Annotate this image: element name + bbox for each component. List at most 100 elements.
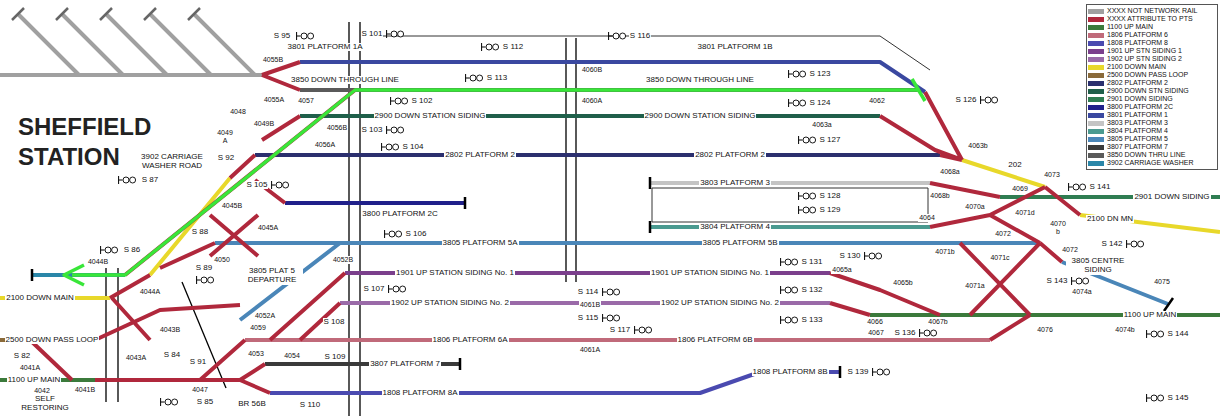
points-number: 4062	[868, 97, 886, 105]
signal-number: S 109	[324, 353, 347, 362]
points-number: 4052A	[254, 312, 276, 320]
route-arrowhead	[64, 265, 84, 285]
legend-text: 3850 DOWN THRU LINE	[1107, 151, 1185, 159]
legend-text: 1808 PLATFORM 8	[1107, 39, 1168, 47]
signal-symbol	[389, 285, 406, 293]
signal-number: S 133	[801, 316, 824, 325]
points-number: 4041B	[74, 386, 96, 394]
legend-row: 3803 PLATFORM 3	[1088, 119, 1216, 127]
legend-swatch	[1088, 153, 1104, 158]
points-number: 4056B	[326, 124, 348, 132]
signal-symbol	[385, 230, 402, 238]
legend-row: 3807 PLATFORM 7	[1088, 143, 1216, 151]
signal-symbol	[387, 126, 404, 134]
points-number: 4070 b	[1048, 220, 1068, 235]
legend-swatch	[1088, 145, 1104, 150]
buffer-stops	[12, 8, 1173, 378]
legend-row: 3850 DOWN THRU LINE	[1088, 151, 1216, 159]
points-number: 4044B	[87, 258, 109, 266]
platform-track	[650, 181, 930, 185]
track-label: 3805 PLATFORM 5A	[442, 239, 519, 248]
signal-symbol	[197, 276, 214, 284]
legend-row: 3902 CARRIAGE WASHER	[1088, 159, 1216, 167]
points-number: 4044A	[139, 288, 161, 296]
note-label: BR 56B	[237, 400, 267, 409]
siding-track	[0, 14, 262, 75]
points-number: 4041A	[19, 364, 41, 372]
points-number: 4067	[867, 329, 885, 337]
legend-text: 1806 PLATFORM 6	[1107, 31, 1168, 39]
legend-row: 3801 PLATFORM 1	[1088, 111, 1216, 119]
legend-swatch	[1088, 33, 1104, 38]
legend-text: 1902 UP STN SIDING 2	[1107, 55, 1182, 63]
track-label: 2100 DOWN MAIN	[5, 294, 75, 303]
legend-swatch	[1088, 65, 1104, 70]
signal-number: S 127	[819, 136, 842, 145]
track-label: 3803 PLATFORM 3	[699, 179, 771, 188]
platform-track	[650, 225, 930, 229]
legend-row: 1901 UP STN SIDING 1	[1088, 47, 1216, 55]
signal-symbol	[781, 286, 798, 294]
signal-number: S 129	[819, 206, 842, 215]
signal-symbol	[603, 314, 620, 322]
signal-number: S 105	[246, 181, 269, 190]
highlighted-route	[64, 79, 925, 285]
signal-symbol	[387, 30, 404, 38]
points-number: 4055A	[263, 96, 285, 104]
track-label: 3850 DOWN THROUGH LINE	[645, 76, 755, 85]
signal-number: S 95	[273, 32, 291, 41]
legend-text: 3902 CARRIAGE WASHER	[1107, 159, 1194, 167]
track-label: 2901 DOWN SIDING	[1133, 193, 1210, 202]
track-label: 1808 PLATFORM 8A	[382, 389, 459, 398]
track-label: 2500 DOWN PASS LOOP	[5, 336, 100, 345]
signal-number: S 131	[801, 258, 824, 267]
bridge-line	[182, 282, 226, 388]
points-number: 4043A	[125, 354, 147, 362]
legend-row: 1100 UP MAIN	[1088, 23, 1216, 31]
legend-swatch	[1088, 25, 1104, 30]
track-label: 2900 DOWN STATION SIDING	[644, 112, 757, 121]
signal-number: S 110	[299, 401, 321, 410]
legend-swatch	[1088, 17, 1104, 22]
legend-text: 2802 PLATFORM 2	[1107, 79, 1168, 87]
points-number: 4047	[191, 386, 209, 394]
legend-swatch	[1088, 129, 1104, 134]
signal-number: S 113	[486, 74, 508, 83]
route-line	[72, 90, 918, 275]
legend-text: 3805 PLATFORM 5	[1107, 135, 1168, 143]
track-label: 1902 UP STATION SIDING No. 2	[390, 299, 510, 308]
signal-number: S 107	[363, 285, 386, 294]
signal-number: S 136	[894, 329, 917, 338]
track-label: 3801 PLATFORM 1A	[287, 43, 364, 52]
points-number: 4061A	[579, 346, 601, 354]
points-track	[30, 62, 1080, 393]
signal-symbol	[1147, 330, 1164, 338]
legend-text: 1100 UP MAIN	[1107, 23, 1153, 31]
track-label: 3805 PLATFORM 5B	[702, 239, 779, 248]
signal-number: S 84	[163, 351, 181, 360]
points-number: 4060A	[581, 97, 603, 105]
signal-symbol	[789, 99, 806, 107]
legend-text: 3801 PLATFORM 1	[1107, 111, 1168, 119]
legend-row: 1808 PLATFORM 8	[1088, 39, 1216, 47]
track-label: 2802 PLATFORM 2	[694, 151, 766, 160]
signal-number: S 143	[1046, 277, 1069, 286]
track-label: 3805 CENTRE SIDING	[1066, 257, 1130, 275]
points-number: 4076	[1036, 326, 1054, 334]
points-number: 4072	[994, 230, 1012, 238]
signal-number: S 88	[191, 228, 209, 237]
track-label: 3804 PLATFORM 4	[699, 223, 771, 232]
points-number: 4071d	[1014, 209, 1035, 217]
track-label: 2900 DOWN STATION SIDING	[374, 112, 487, 121]
points-number: 4071a	[964, 282, 985, 290]
legend-row: 3805 PLATFORM 5	[1088, 135, 1216, 143]
signal-number: S 128	[819, 192, 842, 201]
signal-number: S 132	[801, 286, 824, 295]
points-number: 4067b	[927, 318, 948, 326]
bridge-line	[566, 38, 576, 282]
points-number: 4065a	[831, 266, 852, 274]
signal-number: S 92	[217, 154, 235, 163]
legend-row: 2100 DOWN MAIN	[1088, 63, 1216, 71]
signal-symbol	[482, 43, 499, 51]
signal-number: S 142	[1101, 240, 1124, 249]
